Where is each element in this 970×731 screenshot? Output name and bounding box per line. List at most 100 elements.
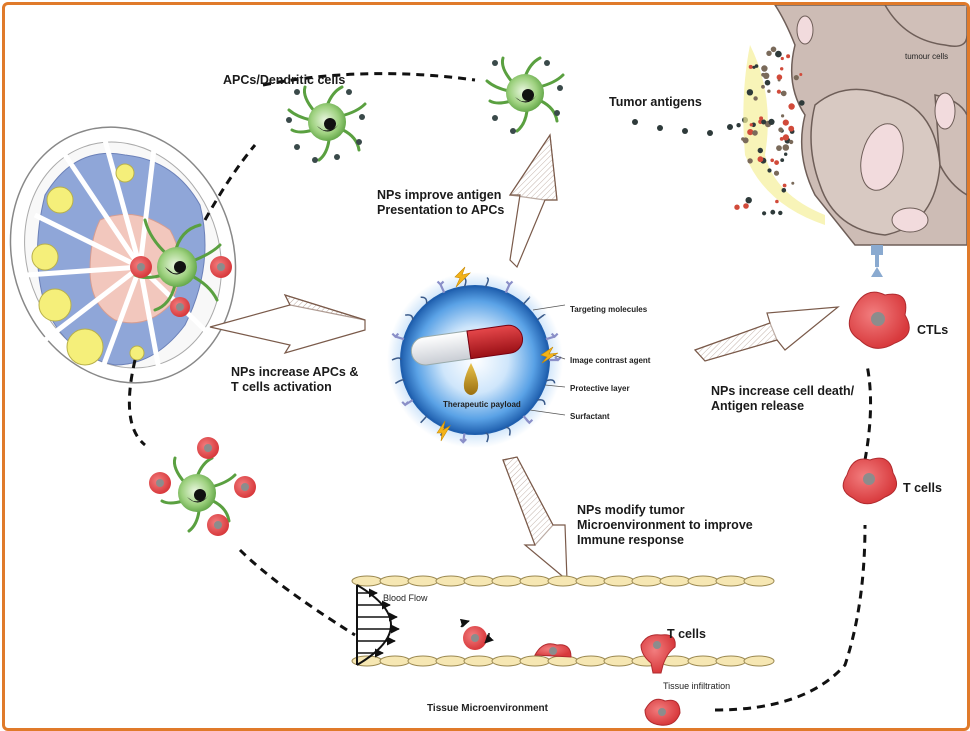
antigen-particle <box>781 114 785 118</box>
label-ctls: CTLs <box>917 323 949 337</box>
surfactant-strand-icon <box>536 314 546 321</box>
antigen-particle <box>799 73 803 76</box>
tumor-antigen-dots <box>632 117 748 136</box>
endothelial-cell <box>463 655 495 667</box>
surfactant-strand-icon <box>485 432 489 443</box>
label-antigen-presentation-1: NPs improve antigen <box>377 188 502 202</box>
path-apc-to-vessel <box>238 548 356 637</box>
antigen-particle <box>778 210 783 216</box>
label-tissue-infiltration: Tissue infiltration <box>663 681 731 691</box>
targeting-molecule-icon <box>504 280 514 294</box>
antigen-particle <box>770 46 777 53</box>
targeting-molecule-icon <box>459 433 467 444</box>
tcr-mhc-connector <box>871 245 883 277</box>
antigen-particle <box>782 119 789 126</box>
surfactant-strand-icon <box>484 277 489 288</box>
antigen-particle <box>761 65 768 72</box>
endothelial-cell <box>743 655 775 667</box>
targeting-molecule-icon <box>391 332 405 341</box>
antigen-particle <box>748 64 753 69</box>
process-arrows <box>209 133 840 582</box>
antigen-particle <box>761 72 765 77</box>
label-apcs: APCs/Dendritic cells <box>223 73 346 87</box>
antigen-particle <box>745 197 752 204</box>
antigen-particle <box>767 168 772 173</box>
label-activation-1: NPs increase APCs & <box>231 365 359 379</box>
label-tumour-cells: tumour cells <box>905 52 949 61</box>
antigen-particle <box>749 123 753 127</box>
antigen-particle <box>774 160 779 166</box>
antigen-particle <box>770 209 776 215</box>
surfactant-strand-icon <box>537 398 546 405</box>
label-cell-death-1: NPs increase cell death/ <box>711 384 855 398</box>
antigen-particle <box>788 125 795 132</box>
antigen-particle <box>789 139 794 145</box>
antigen-particle <box>753 96 758 101</box>
endothelial-cell <box>603 575 635 587</box>
endothelial-cell <box>519 655 551 667</box>
label-tissue-microenvironment: Tissue Microenvironment <box>427 703 548 714</box>
antigen-particle <box>784 152 788 156</box>
endothelial-cell <box>687 575 719 587</box>
endothelial-cell <box>575 575 607 587</box>
antigen-particle <box>776 74 783 80</box>
label-protective-layer: Protective layer <box>570 384 630 393</box>
antigen-particle <box>766 50 772 56</box>
antigen-particle <box>776 89 782 94</box>
diagram-canvas <box>9 5 967 726</box>
label-antigen-presentation-2: Presentation to APCs <box>377 203 505 217</box>
antigen-particle <box>778 127 784 133</box>
path-lymph-to-apc <box>203 144 257 221</box>
label-targeting-molecules: Targeting molecules <box>570 305 648 314</box>
nanoparticle <box>387 266 563 448</box>
antigen-particle <box>736 123 741 128</box>
label-t-cells-right: T cells <box>903 481 942 495</box>
endothelial-cell <box>575 655 607 667</box>
antigen-particle <box>773 170 780 176</box>
antigen-particle <box>776 145 782 152</box>
antigen-particle <box>788 103 795 110</box>
capsule-icon <box>410 324 524 366</box>
antigen-particle <box>775 199 779 204</box>
dendritic-cell-apc-1 <box>286 85 367 163</box>
antigen-particle <box>752 65 756 69</box>
antigen-particle <box>752 130 758 136</box>
label-image-contrast-agent: Image contrast agent <box>570 356 651 365</box>
label-microenvironment-1: NPs modify tumor <box>577 503 685 517</box>
endothelial-cell <box>687 655 719 667</box>
surfactant-strand-icon <box>505 426 511 436</box>
label-microenvironment-2: Microenvironment to improve <box>577 518 753 532</box>
endothelial-cell <box>743 575 775 587</box>
endothelial-cell <box>351 575 383 587</box>
contrast-agent-lightning-icons <box>436 266 559 442</box>
antigen-particle <box>779 137 784 141</box>
label-therapeutic-payload: Therapeutic payload <box>443 400 521 409</box>
endothelial-cell <box>407 575 439 587</box>
antigen-particle <box>743 203 749 209</box>
targeting-molecule-icon <box>436 280 446 294</box>
endothelial-cell <box>519 575 551 587</box>
blood-vessel <box>351 575 775 726</box>
infiltrated-t-cell <box>644 698 681 726</box>
surfactant-strand-icon <box>394 379 405 385</box>
t-cells-activation <box>149 437 256 536</box>
released-antigen-cloud <box>734 45 825 225</box>
antigen-particle <box>782 144 790 151</box>
antigen-particle <box>780 158 785 163</box>
dendritic-cell-activation <box>160 456 237 533</box>
endothelial-cell <box>491 655 523 667</box>
endothelial-cell <box>631 575 663 587</box>
endothelial-cell <box>407 655 439 667</box>
label-t-cells-vessel: T cells <box>667 627 706 641</box>
t-cells-lymph <box>130 256 232 317</box>
dendritic-cell-lymph <box>133 218 222 312</box>
endothelial-cell <box>659 575 691 587</box>
antigen-particle <box>747 129 754 136</box>
antigen-particle <box>791 181 795 185</box>
cycle-dashed-paths <box>127 72 873 712</box>
rolling-t-cell <box>459 618 494 650</box>
endothelial-cell <box>715 655 747 667</box>
payload-drop-icon <box>463 363 479 395</box>
antigen-particle <box>764 79 771 86</box>
